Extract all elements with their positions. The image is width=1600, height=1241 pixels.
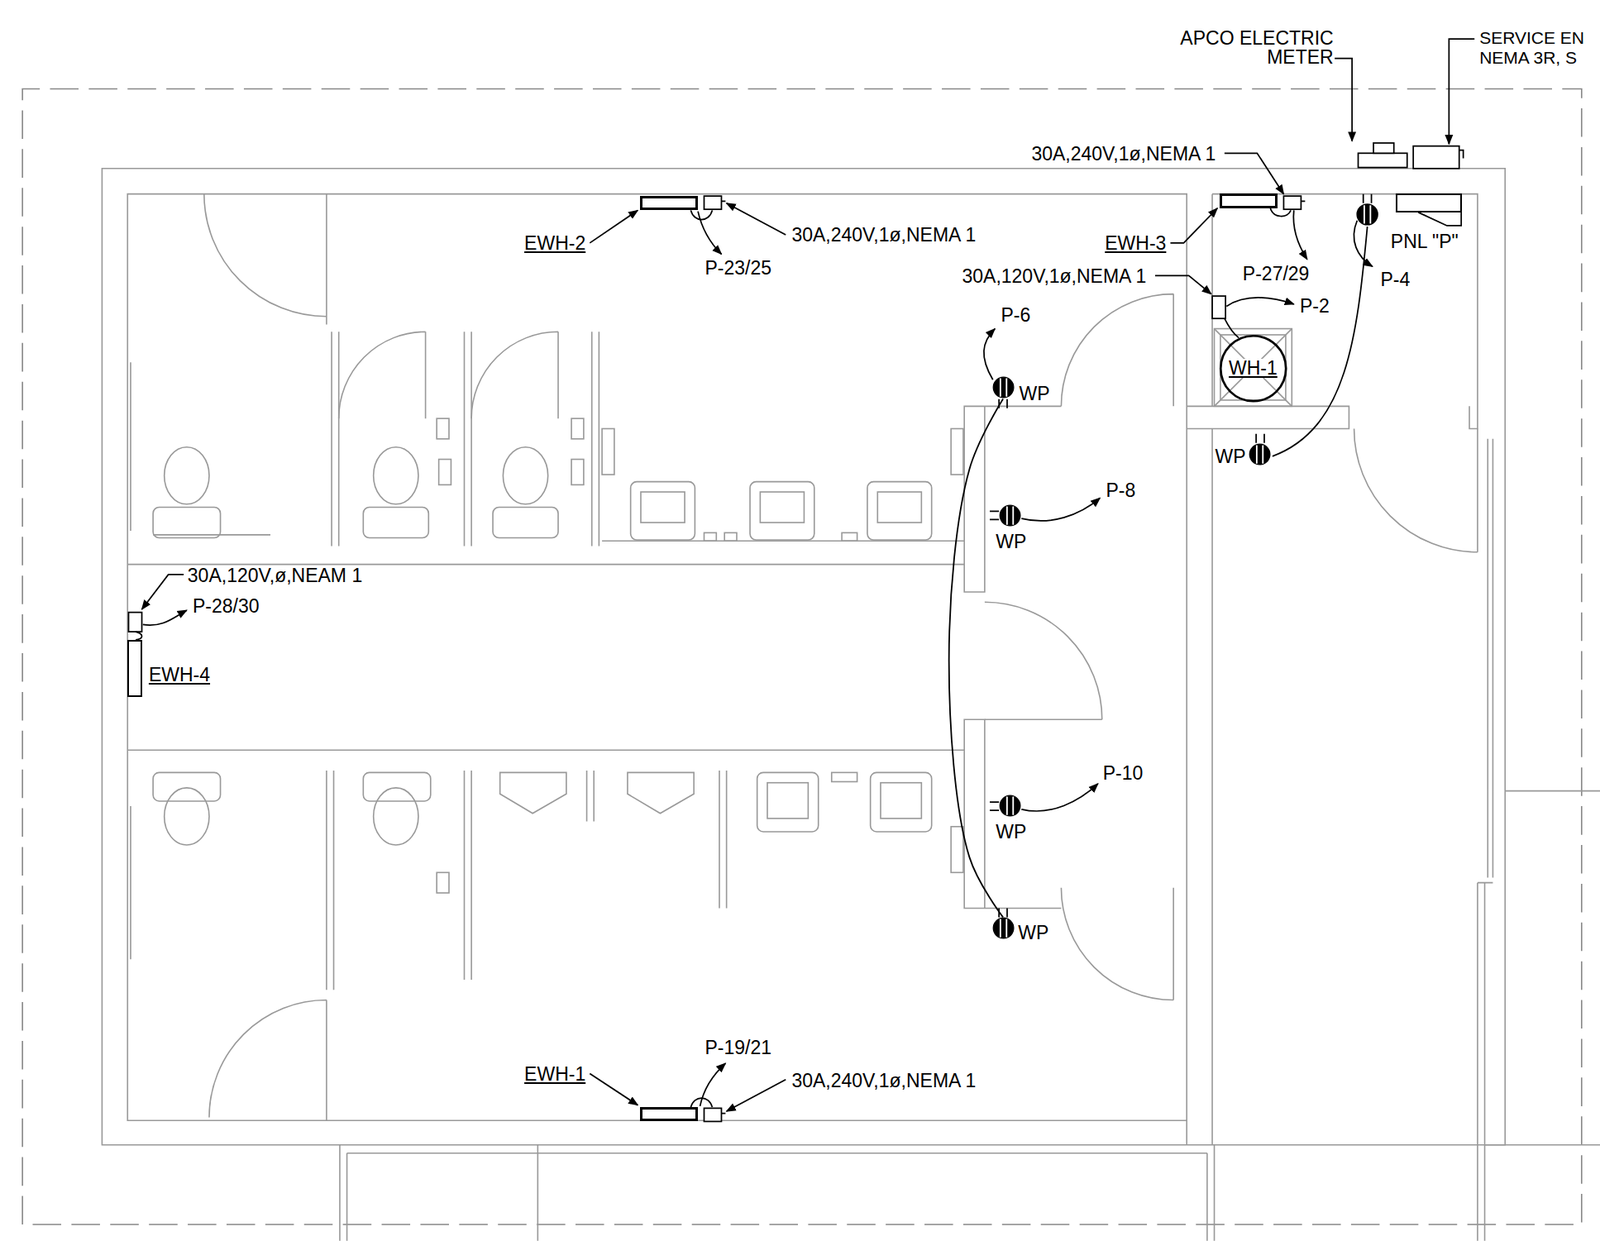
water-heater: EWH-2 (640, 195, 698, 211)
symbol-outline (992, 376, 1015, 399)
disconnect-note: 30A,240V,1ø,NEMA 1 (1030, 144, 1217, 164)
door-swings (204, 194, 1478, 1122)
weatherproof-tag: WP (1214, 447, 1247, 467)
equipment-tag: PNL "P" (1389, 232, 1460, 252)
weatherproof-tag: WP (1017, 923, 1050, 943)
equipment-tag: WH-1 (1227, 358, 1279, 378)
water-heater-stand (1214, 329, 1293, 407)
lavatories (500, 482, 932, 832)
symbol-outline (1248, 443, 1271, 466)
service-note: NEMA 3R, S (1478, 48, 1578, 67)
receptacle-circle (993, 918, 1014, 940)
leader-line (726, 1079, 787, 1112)
weatherproof-tag: WP (1018, 384, 1051, 404)
leaders (142, 38, 1476, 1112)
home-run (1021, 497, 1100, 521)
home-run (1021, 783, 1099, 812)
receptacle-circle (993, 377, 1014, 399)
circuit-number: P-4 (1379, 270, 1411, 290)
disconnect-switches (128, 143, 1459, 1122)
interior-wall (127, 194, 1600, 1241)
circuit-number: P-8 (1104, 481, 1137, 501)
disconnect-note: 30A,120V,1ø,NEMA 1 (960, 267, 1147, 287)
water-heater: EWH-3 (1219, 193, 1278, 208)
equipment-tag: EWH-2 (523, 234, 587, 254)
circuit-number: P-28/30 (191, 597, 261, 617)
lower-rooms (339, 1145, 1215, 1241)
leader-line (1155, 275, 1212, 294)
receptacle-circle (999, 796, 1021, 817)
leader-line (1448, 38, 1475, 144)
weatherproof-tag: WP (994, 532, 1027, 552)
receptacle: WP (998, 794, 1022, 817)
home-run (143, 610, 187, 626)
receptacle-plates (989, 399, 1265, 918)
receptacle-slots (1007, 506, 1013, 525)
panel-leader (1418, 212, 1462, 226)
water-heater-tank: WH-1 (1219, 334, 1287, 402)
circuit-number: P-6 (999, 305, 1032, 325)
toilets (152, 447, 559, 846)
home-run (697, 211, 722, 255)
panel-receptacle (1356, 194, 1378, 225)
receptacle-circle (1250, 444, 1271, 465)
leader-line (589, 1073, 638, 1105)
weatherproof-tag: WP (994, 822, 1027, 842)
receptacle-slots (999, 378, 1006, 397)
service-note: SERVICE EN (1478, 28, 1586, 47)
leader-line (1334, 58, 1352, 142)
equipment-tag: EWH-3 (1103, 234, 1167, 254)
circuit-number: P-10 (1102, 764, 1145, 784)
equipment-tabs (721, 150, 1463, 1114)
circuit-number: P-23/25 (703, 258, 773, 278)
leader-line (589, 210, 638, 243)
equipment-tag: EWH-1 (523, 1065, 587, 1085)
home-run (1293, 210, 1308, 259)
leader-line (1170, 208, 1218, 244)
leader-line (726, 203, 787, 235)
home-run (700, 1063, 726, 1107)
stall-partitions (130, 331, 965, 990)
receptacle-slots (999, 919, 1006, 938)
receptacle-slots (1256, 444, 1263, 464)
receptacle: WP (992, 376, 1015, 399)
circuit-number: P-19/21 (703, 1038, 773, 1058)
symbol-outline (998, 504, 1022, 527)
water-heater: EWH-4 (127, 640, 142, 698)
home-run (983, 329, 995, 381)
equipment-whips (135, 208, 1368, 1108)
exterior-wall (101, 168, 1505, 1146)
symbol-outline (998, 794, 1022, 817)
electrical (128, 38, 1475, 1122)
architecture (22, 89, 1600, 1241)
property-line (22, 89, 1582, 1226)
circuit-number: P-27/29 (1241, 264, 1311, 284)
circuit-number: P-2 (1299, 296, 1331, 316)
disconnect-note: 30A,240V,1ø,NEMA 1 (790, 1071, 977, 1091)
receptacle: WP (1248, 443, 1271, 466)
equipment-tag: EWH-4 (148, 665, 211, 685)
symbol-outline (992, 917, 1015, 940)
leader-line (1224, 152, 1285, 194)
disconnect-note: 30A,240V,1ø,NEMA 1 (790, 225, 977, 245)
receptacle: WP (992, 917, 1015, 940)
panel-board: PNL "P" (1395, 193, 1462, 212)
accessories (436, 418, 964, 894)
receptacle-slots (1007, 797, 1013, 816)
home-run (1353, 220, 1372, 268)
leader-line (142, 574, 185, 610)
receptacle: WP (998, 504, 1022, 527)
water-heater: EWH-1 (640, 1107, 698, 1122)
disconnect-note: 30A,120V,ø,NEAM 1 (186, 566, 363, 586)
meter-note: APCO ELECTRIC METER (1151, 28, 1335, 67)
receptacle-circle (999, 505, 1021, 526)
tank-circle (1220, 335, 1286, 402)
home-run (1226, 297, 1294, 306)
